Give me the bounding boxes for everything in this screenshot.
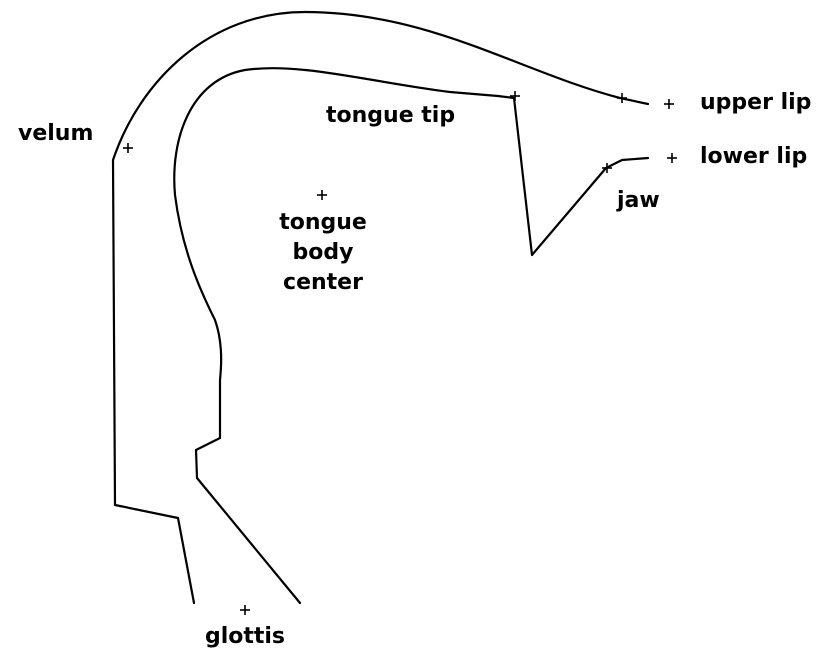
jaw-label: jaw xyxy=(617,189,660,213)
upper-lip-marker xyxy=(664,99,674,109)
lower-lip-label: lower lip xyxy=(700,145,807,169)
velum-marker xyxy=(123,143,133,153)
lower-lip-marker xyxy=(667,153,677,163)
upper-lip-label: upper lip xyxy=(700,91,811,115)
tongue-body-center-marker xyxy=(317,190,327,200)
tongue-body-center-label-line2: body xyxy=(263,241,383,265)
glottis-label: glottis xyxy=(185,625,305,649)
tongue-tip-marker xyxy=(510,91,520,101)
velum-label: velum xyxy=(18,122,93,146)
tongue-contour xyxy=(174,68,498,603)
outer-tract-wall xyxy=(113,12,648,603)
jaw-contour xyxy=(498,96,648,255)
tongue-body-center-label-line3: center xyxy=(263,271,383,295)
upper-lip-marker-left xyxy=(617,93,627,103)
glottis-marker xyxy=(240,605,250,615)
tongue-tip-label: tongue tip xyxy=(326,104,455,128)
tongue-body-center-label-line1: tongue xyxy=(263,211,383,235)
